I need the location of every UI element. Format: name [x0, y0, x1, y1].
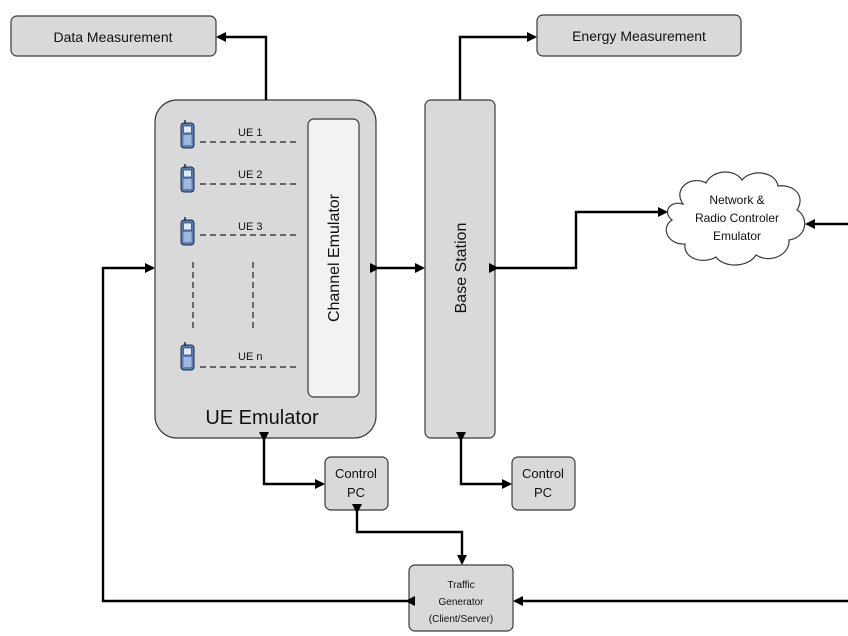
energy-measurement-label: Energy Measurement — [572, 28, 706, 44]
ue-1-label: UE 1 — [238, 127, 262, 139]
control-pc-2-box — [511, 456, 576, 511]
mobile-phone-icon — [180, 216, 195, 246]
network-controller-label-1: Network & — [709, 193, 764, 207]
controlpc1-traffic-link-arrow — [352, 504, 467, 565]
data-measurement-label: Data Measurement — [53, 29, 172, 45]
control-pc-2-label-2: PC — [534, 485, 552, 500]
traffic-generator-label-1: Traffic — [447, 580, 474, 591]
ue-2-label: UE 2 — [238, 169, 262, 181]
mobile-phone-icon — [180, 341, 195, 371]
network-controller-label-2: Radio Controler — [695, 211, 779, 225]
base-station-label: Base Station — [453, 223, 470, 314]
energy-measurement-box — [536, 14, 742, 57]
ue-to-data-measurement-arrow — [216, 32, 268, 100]
bs-controlpc2-link-arrow — [456, 432, 512, 489]
control-pc-1-box — [324, 456, 389, 511]
ue-controlpc1-link-arrow — [259, 432, 325, 489]
bs-to-energy-measurement-arrow — [458, 32, 537, 100]
control-pc-1-label-2: PC — [347, 485, 365, 500]
bs-network-link-arrow — [489, 207, 668, 273]
control-pc-1-label-1: Control — [335, 466, 377, 481]
ue-n-label: UE n — [238, 351, 262, 363]
ue-emulator-label: UE Emulator — [205, 407, 319, 429]
mobile-phone-icon — [180, 163, 195, 193]
network-controller-label-3: Emulator — [713, 229, 761, 243]
channel-emulator-label: Channel Emulator — [326, 193, 343, 322]
network-controller-cloud — [665, 171, 806, 266]
traffic-generator-label-2: Generator — [438, 597, 484, 608]
traffic-ue-loop-arrow — [101, 263, 415, 606]
control-pc-2-label-1: Control — [522, 466, 564, 481]
traffic-generator-label-3: (Client/Server) — [429, 614, 493, 625]
mobile-phone-icon — [180, 119, 195, 149]
ue-3-label: UE 3 — [238, 221, 262, 233]
